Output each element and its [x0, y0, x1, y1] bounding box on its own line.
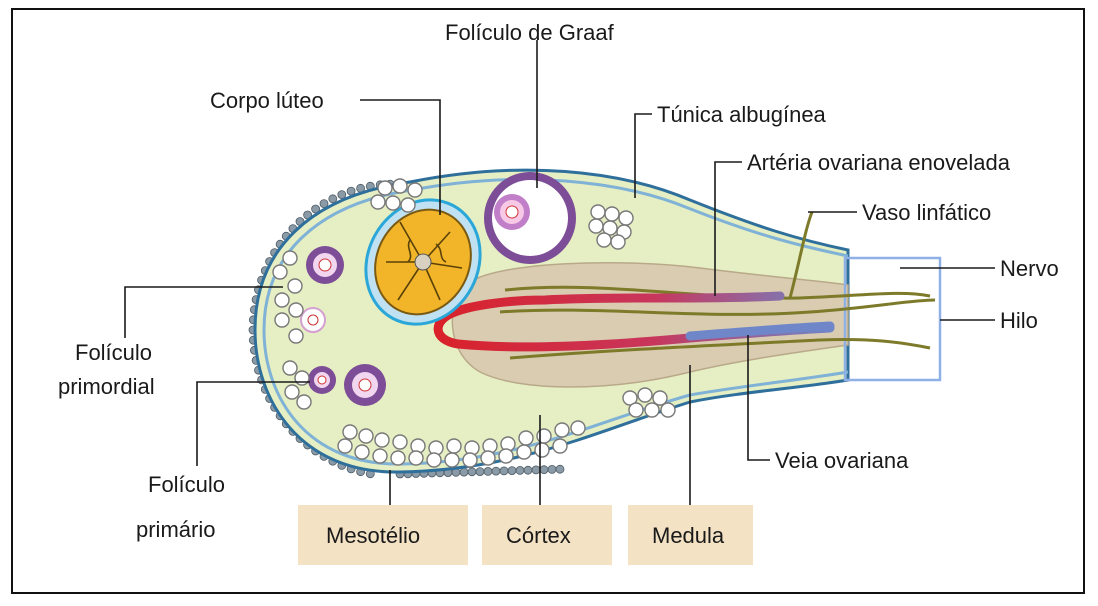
- primordial-follicle: [638, 388, 652, 402]
- primordial-follicle: [408, 183, 422, 197]
- primordial-follicle: [338, 439, 352, 453]
- primordial-follicle: [273, 265, 287, 279]
- primordial-follicle: [481, 451, 495, 465]
- label-primordial-follicle-line1: Folículo: [75, 340, 152, 365]
- primordial-follicle: [343, 425, 357, 439]
- primordial-follicle: [589, 219, 603, 233]
- primordial-follicle: [375, 433, 389, 447]
- primordial-follicle: [393, 435, 407, 449]
- primordial-follicle: [553, 439, 567, 453]
- primordial-follicle: [289, 329, 303, 343]
- label-lymphatic-vessel: Vaso linfático: [862, 200, 991, 225]
- primordial-follicle: [597, 233, 611, 247]
- primordial-follicle: [373, 449, 387, 463]
- label-primordial-follicle-line2: primordial: [58, 374, 155, 399]
- label-primary-follicle-line1: Folículo: [148, 472, 225, 497]
- primordial-follicle: [371, 195, 385, 209]
- box-mesothelium-label: Mesotélio: [326, 523, 420, 548]
- mesothelium-cell: [508, 467, 516, 475]
- primordial-follicle: [386, 196, 400, 210]
- label-primary-follicle-line2: primário: [136, 517, 215, 542]
- primordial-follicle: [295, 371, 309, 385]
- primordial-follicle: [409, 451, 423, 465]
- mesothelium-cell: [548, 465, 556, 473]
- primordial-follicle: [289, 303, 303, 317]
- hilum-box: [845, 258, 940, 380]
- primordial-follicle: [517, 445, 531, 459]
- primordial-follicle: [645, 403, 659, 417]
- mesothelium-cell: [476, 468, 484, 476]
- mesothelium-cell: [492, 467, 500, 475]
- primordial-follicle: [653, 391, 667, 405]
- label-tunica-albuginea: Túnica albugínea: [657, 102, 827, 127]
- mesothelium-cell: [460, 468, 468, 476]
- mesothelium-cell: [540, 466, 548, 474]
- graafian-follicle: [484, 172, 576, 264]
- primordial-follicle: [285, 385, 299, 399]
- mesothelium-cell: [500, 467, 508, 475]
- primordial-follicle: [629, 403, 643, 417]
- primordial-follicle: [463, 453, 477, 467]
- label-corpus-luteum: Corpo lúteo: [210, 88, 324, 113]
- primordial-follicle: [605, 207, 619, 221]
- mesothelium-cell: [468, 468, 476, 476]
- label-hilum: Hilo: [1000, 308, 1038, 333]
- primordial-follicle: [555, 423, 569, 437]
- label-ovarian-artery: Artéria ovariana enovelada: [747, 150, 1011, 175]
- mesothelium-cell: [516, 466, 524, 474]
- mesothelium-cell: [484, 467, 492, 475]
- mesothelium-cell: [524, 466, 532, 474]
- primordial-follicle: [499, 449, 513, 463]
- primordial-follicle: [535, 443, 549, 457]
- primordial-follicle: [537, 429, 551, 443]
- primordial-follicle: [445, 453, 459, 467]
- mesothelium-cell: [347, 187, 355, 195]
- primordial-follicle: [391, 451, 405, 465]
- mesothelium-cell: [532, 466, 540, 474]
- primordial-follicle: [297, 395, 311, 409]
- primordial-follicle: [427, 453, 441, 467]
- primordial-follicle: [571, 421, 585, 435]
- label-nerve: Nervo: [1000, 256, 1059, 281]
- box-cortex-label: Córtex: [506, 523, 571, 548]
- primordial-follicle: [275, 313, 289, 327]
- mesothelium-cell: [556, 465, 564, 473]
- primordial-follicle: [355, 445, 369, 459]
- mesothelium-cell: [338, 191, 346, 199]
- box-medulla-label: Medula: [652, 523, 725, 548]
- primordial-follicle: [283, 361, 297, 375]
- primordial-follicle: [359, 429, 373, 443]
- primordial-follicle: [378, 181, 392, 195]
- primordial-follicle: [393, 179, 407, 193]
- primordial-follicle: [447, 439, 461, 453]
- label-ovarian-vein: Veia ovariana: [775, 448, 909, 473]
- primordial-follicle: [519, 431, 533, 445]
- primordial-follicle: [619, 211, 633, 225]
- primordial-follicle: [591, 205, 605, 219]
- mesothelium-cell: [329, 195, 337, 203]
- primordial-follicle: [401, 198, 415, 212]
- label-graaf-follicle: Folículo de Graaf: [445, 20, 615, 45]
- primordial-follicle: [283, 251, 297, 265]
- primordial-follicle: [288, 279, 302, 293]
- primordial-follicle: [661, 403, 675, 417]
- primordial-follicle: [611, 235, 625, 249]
- primordial-follicle: [275, 293, 289, 307]
